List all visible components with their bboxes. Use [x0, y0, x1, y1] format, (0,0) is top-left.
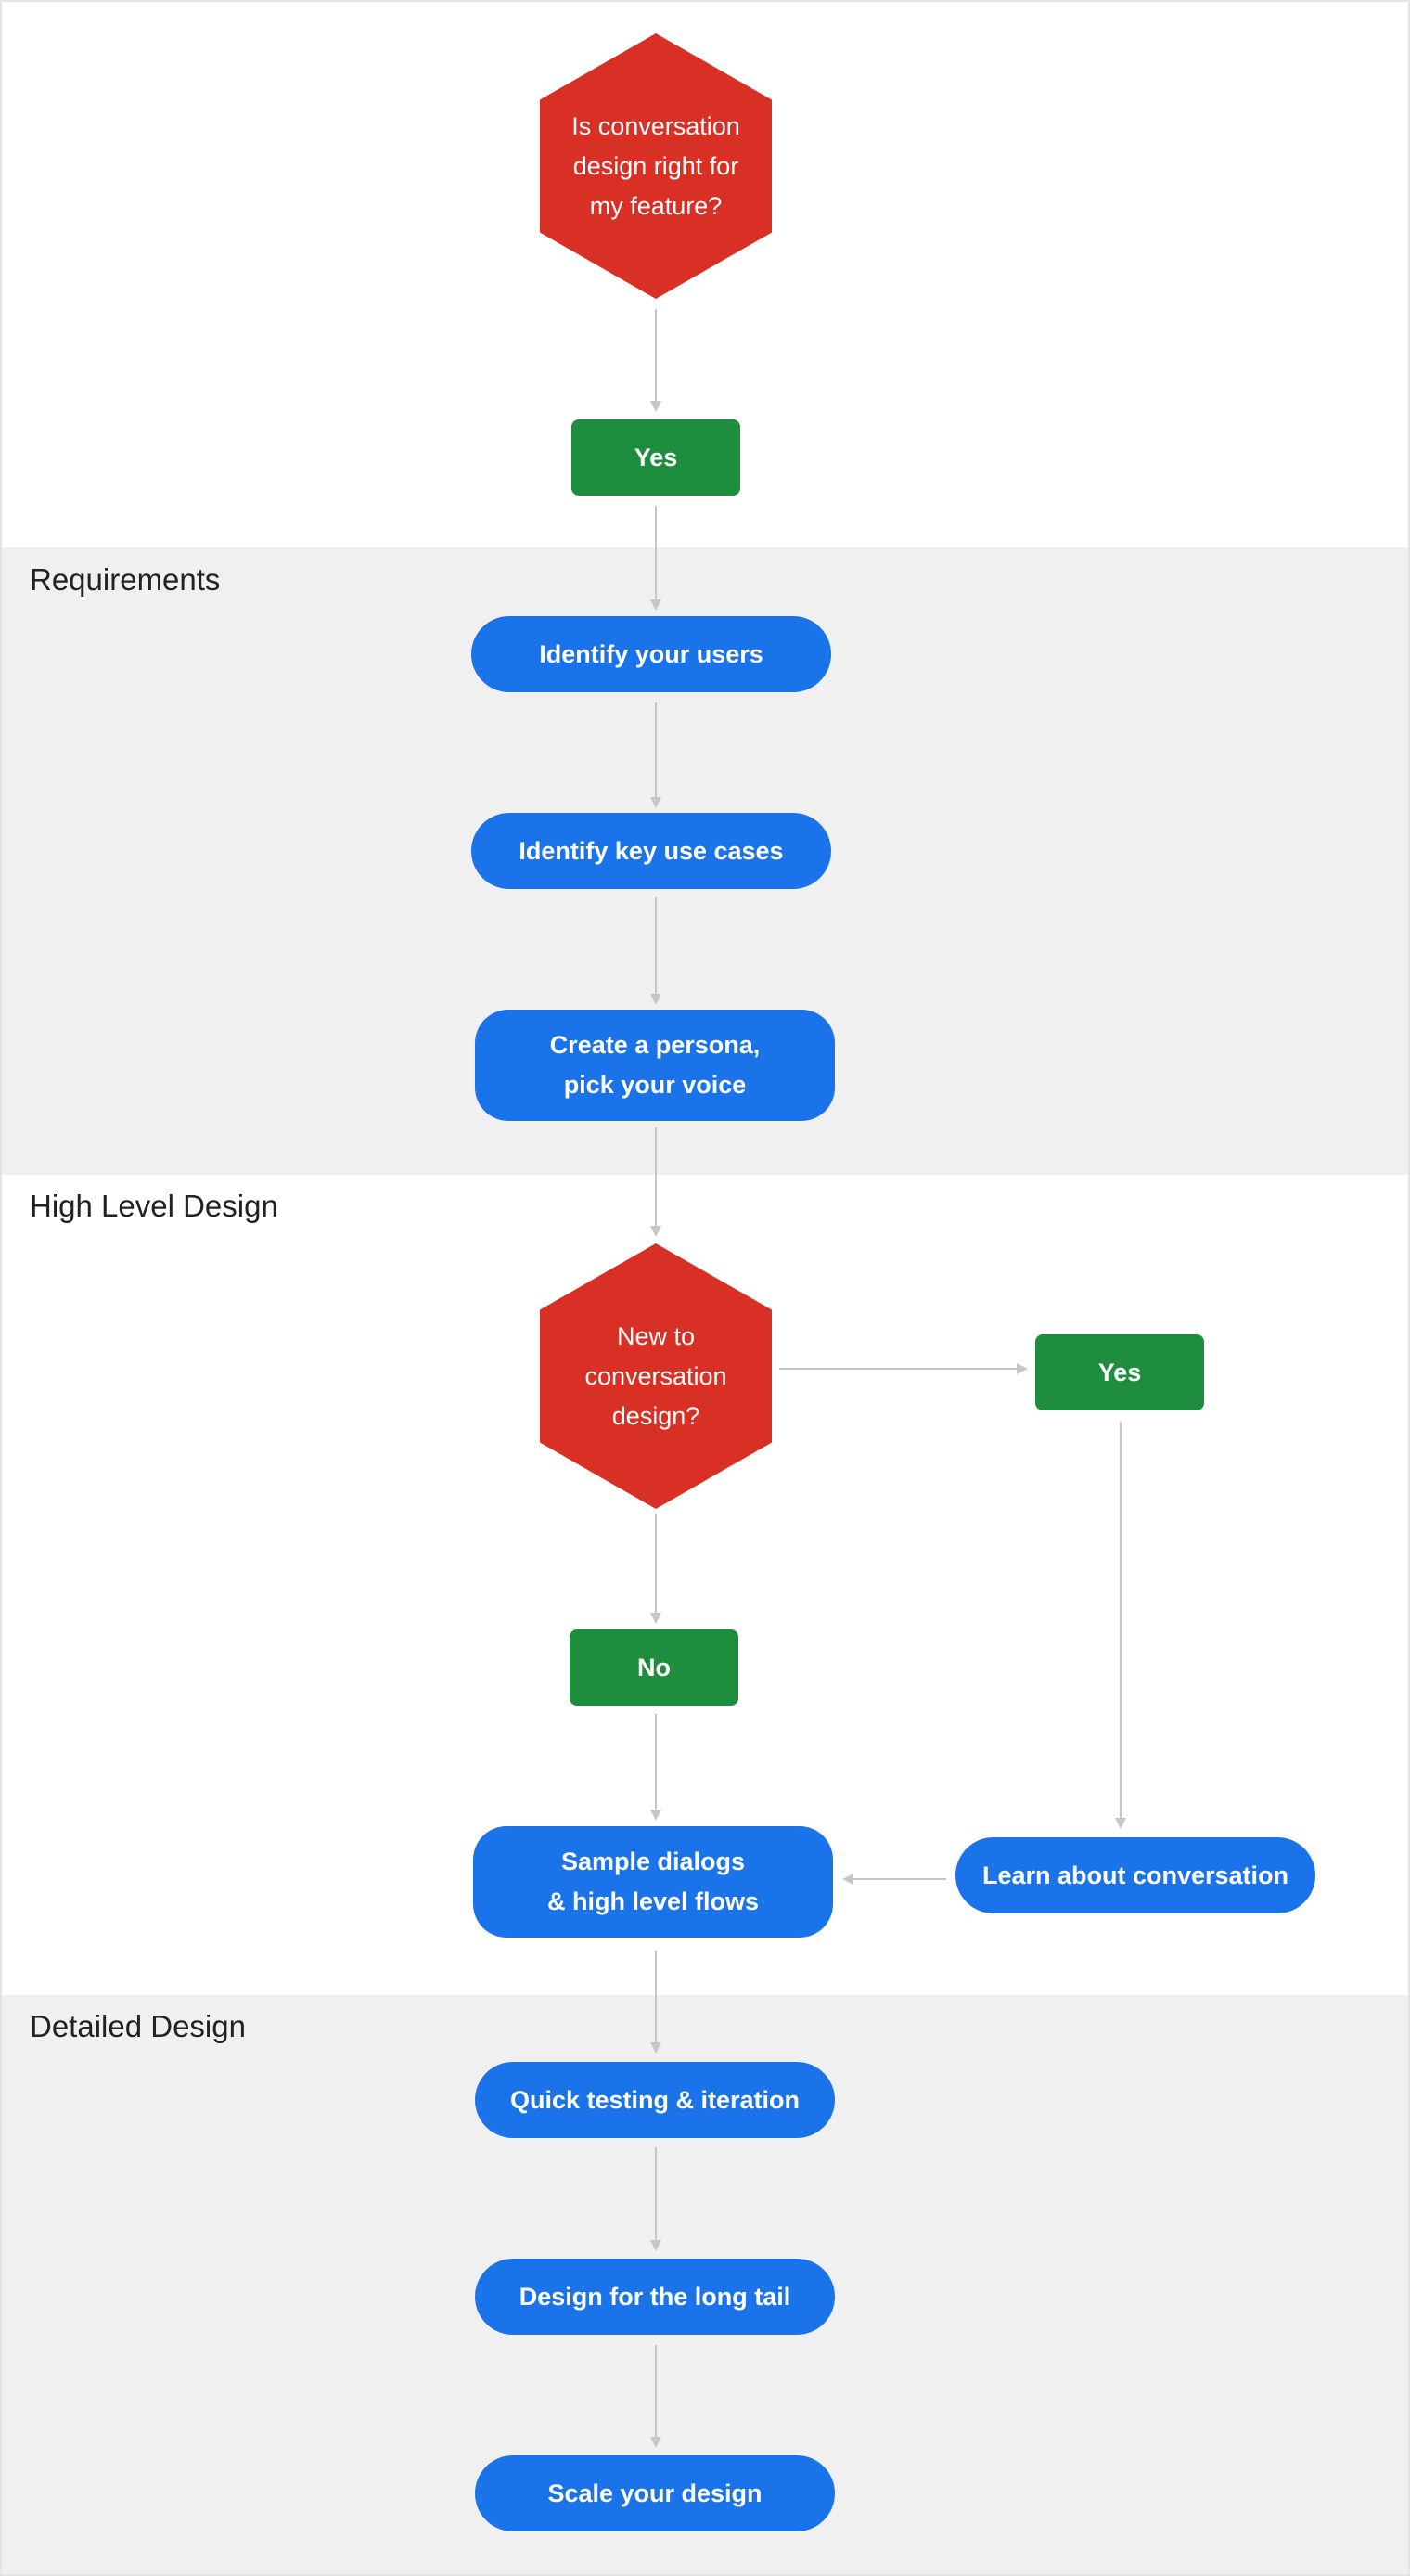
detailed-design-section-title: Detailed Design	[30, 2009, 246, 2043]
high-level-design-section-title: High Level Design	[30, 1189, 278, 1223]
answer-yes-2: Yes	[1035, 1334, 1204, 1410]
step-identify-use-cases: Identify key use cases	[471, 813, 831, 889]
step-create-persona: Create a persona, pick your voice	[475, 1010, 835, 1121]
step-quick-testing: Quick testing & iteration	[475, 2062, 835, 2138]
answer-no: No	[570, 1629, 738, 1706]
step-scale-design: Scale your design	[475, 2455, 835, 2531]
requirements-section-title: Requirements	[30, 562, 221, 597]
step-learn-about-conversation: Learn about conversation	[955, 1837, 1315, 1913]
decision-conversation-design-right: Is conversation design right for my feat…	[540, 33, 772, 299]
step-sample-dialogs: Sample dialogs & high level flows	[473, 1826, 833, 1938]
answer-yes-1: Yes	[571, 419, 740, 496]
step-design-long-tail: Design for the long tail	[475, 2259, 835, 2335]
step-identify-users: Identify your users	[471, 616, 831, 692]
